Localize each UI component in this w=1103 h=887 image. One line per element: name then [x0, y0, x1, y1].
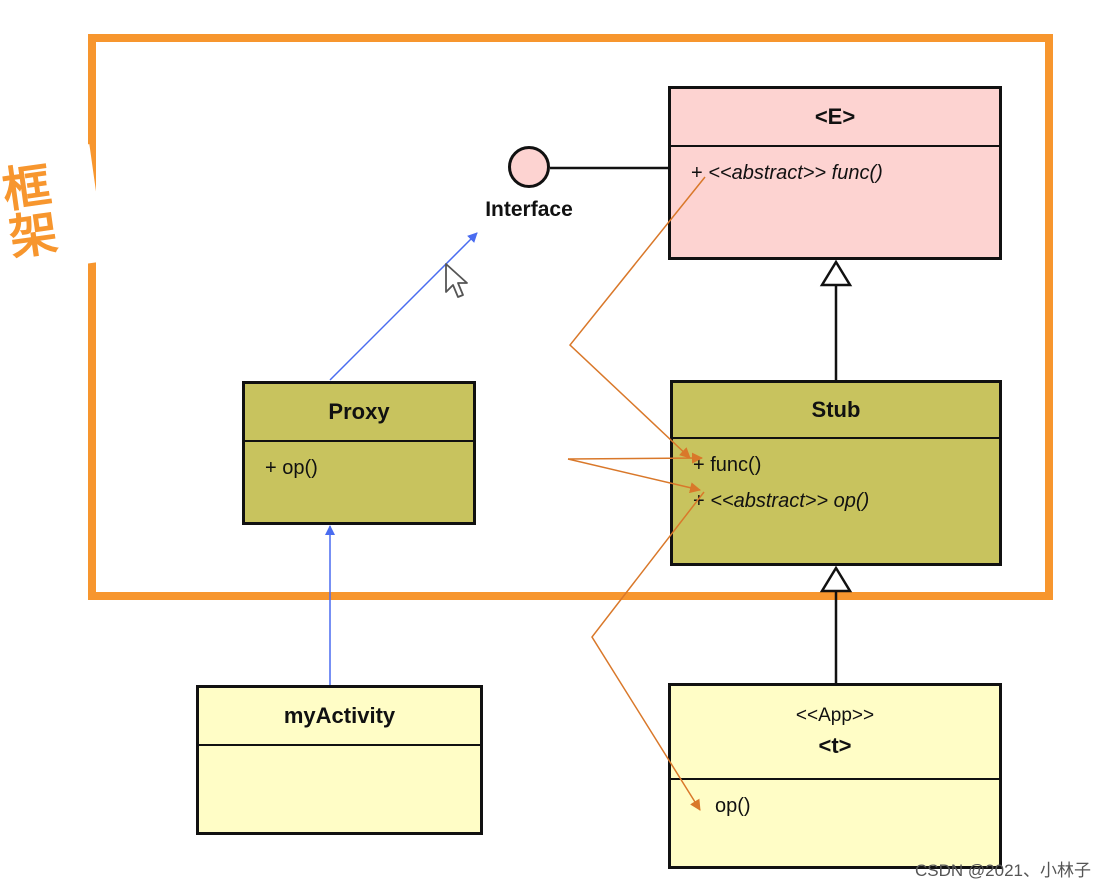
- watermark: CSDN @2021、小林子: [915, 861, 1091, 880]
- operation-row: + <<abstract>> op(): [693, 483, 999, 519]
- class-myactivity-header: myActivity: [199, 688, 480, 746]
- operation-visibility: +: [693, 490, 711, 512]
- operation-row: + op(): [265, 450, 473, 486]
- framework-frame: [88, 34, 1053, 600]
- class-myactivity-name: myActivity: [283, 703, 396, 728]
- interface-lollipop-circle: [508, 146, 550, 188]
- framework-label: 框架: [0, 144, 106, 274]
- operation-name: op(): [282, 457, 318, 479]
- class-stub-operations: + func() + <<abstract>> op(): [673, 439, 999, 519]
- class-proxy-operations: + op(): [245, 442, 473, 486]
- class-proxy-name: Proxy: [328, 399, 390, 424]
- operation-name: op(): [833, 490, 870, 512]
- class-e: <E> + <<abstract>> func(): [668, 86, 1002, 260]
- operation-row: + func(): [693, 447, 999, 483]
- operation-name: op(): [715, 795, 751, 817]
- class-proxy-header: Proxy: [245, 384, 473, 442]
- operation-stereotype: <<abstract>>: [710, 490, 834, 512]
- class-e-name: <E>: [814, 104, 856, 129]
- class-app-name: <t>: [818, 733, 852, 758]
- class-stub-name: Stub: [811, 397, 861, 422]
- class-e-operations: + <<abstract>> func(): [671, 147, 999, 191]
- class-proxy: Proxy + op(): [242, 381, 476, 525]
- operation-stereotype: <<abstract>>: [708, 162, 832, 184]
- class-app-stereotype: <<App>>: [795, 705, 875, 726]
- class-myactivity: myActivity: [196, 685, 483, 835]
- mouse-pointer-icon: [445, 263, 468, 298]
- interface-label: Interface: [485, 198, 573, 221]
- class-app-t: <<App>> <t> op(): [668, 683, 1002, 869]
- operation-row: + <<abstract>> func(): [691, 155, 999, 191]
- class-stub: Stub + func() + <<abstract>> op(): [670, 380, 1002, 566]
- class-app-operations: op(): [671, 780, 999, 824]
- operation-visibility: +: [691, 162, 709, 184]
- operation-name: func(): [831, 162, 883, 184]
- operation-row: op(): [691, 788, 999, 824]
- class-e-header: <E>: [671, 89, 999, 147]
- class-app-header: <<App>> <t>: [671, 686, 999, 780]
- operation-visibility: +: [693, 454, 711, 476]
- class-stub-header: Stub: [673, 383, 999, 439]
- class-myactivity-operations: [199, 746, 480, 754]
- operation-visibility: +: [265, 457, 283, 479]
- operation-name: func(): [710, 454, 762, 476]
